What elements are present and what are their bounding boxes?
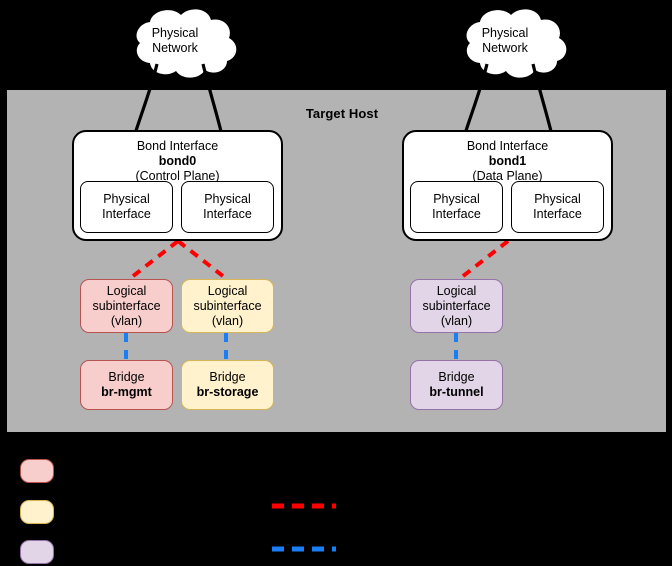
bridge-br-mgmt[interactable]: Bridge br-mgmt bbox=[80, 360, 173, 410]
bond1-nic-2-line1: Physical bbox=[534, 192, 581, 206]
bond0-nic-2[interactable]: Physical Interface bbox=[181, 181, 274, 233]
bridge-storage-line2: br-storage bbox=[196, 385, 259, 399]
bond1-nic-1[interactable]: Physical Interface bbox=[410, 181, 503, 233]
vlan-subinterface-storage[interactable]: Logical subinterface (vlan) bbox=[181, 279, 274, 333]
legend-swatch-tunnel bbox=[20, 540, 54, 564]
cloud-left-shape bbox=[136, 9, 237, 78]
bond0-role: (Control Plane) bbox=[135, 169, 220, 183]
bond0-nic-1-line2: Interface bbox=[102, 207, 151, 221]
bridge-tunnel-line2: br-tunnel bbox=[429, 385, 484, 399]
bond0-nic-2-line1: Physical bbox=[204, 192, 251, 206]
vlan-mgmt-line1: Logical bbox=[106, 283, 147, 298]
bond0-nic-1[interactable]: Physical Interface bbox=[80, 181, 173, 233]
vlan-mgmt-line2: subinterface bbox=[92, 298, 161, 313]
dashed-link-bond0-vlan-storage bbox=[176, 239, 230, 282]
dashed-link-bond1-vlan-tunnel bbox=[456, 239, 510, 282]
vlan-subinterface-tunnel[interactable]: Logical subinterface (vlan) bbox=[410, 279, 503, 333]
cloud-right-label-line1: Physical bbox=[481, 26, 529, 40]
dashed-link-bond0-vlan-mgmt bbox=[126, 239, 180, 282]
bridge-br-storage[interactable]: Bridge br-storage bbox=[181, 360, 274, 410]
vlan-tunnel-line2: subinterface bbox=[422, 298, 491, 313]
bond0-nic-1-line1: Physical bbox=[103, 192, 150, 206]
cloud-left-label: Physical Network bbox=[130, 26, 220, 56]
cloud-right-label-line2: Network bbox=[482, 41, 528, 55]
legend-swatch-mgmt bbox=[20, 459, 54, 483]
vlan-storage-line2: subinterface bbox=[193, 298, 262, 313]
bond0-title: Bond Interface bbox=[136, 139, 219, 153]
bond1-nic-1-line2: Interface bbox=[432, 207, 481, 221]
vlan-storage-line1: Logical bbox=[207, 283, 248, 298]
vlan-tunnel-line1: Logical bbox=[436, 283, 477, 298]
bridge-storage-line1: Bridge bbox=[209, 370, 246, 384]
bond1-role: (Data Plane) bbox=[472, 169, 543, 183]
target-host-title: Target Host bbox=[305, 106, 379, 121]
vlan-storage-line3: (vlan) bbox=[211, 313, 244, 328]
bond1-id: bond1 bbox=[488, 154, 527, 168]
bond1-nic-2[interactable]: Physical Interface bbox=[511, 181, 604, 233]
bond1-nic-1-line1: Physical bbox=[433, 192, 480, 206]
cloud-right-label: Physical Network bbox=[460, 26, 550, 56]
legend-swatch-storage bbox=[20, 500, 54, 524]
vlan-tunnel-line3: (vlan) bbox=[440, 313, 473, 328]
cloud-left-label-line2: Network bbox=[152, 41, 198, 55]
vlan-subinterface-mgmt[interactable]: Logical subinterface (vlan) bbox=[80, 279, 173, 333]
bond0-nic-2-line2: Interface bbox=[203, 207, 252, 221]
cloud-right-shape bbox=[466, 9, 567, 78]
bridge-br-tunnel[interactable]: Bridge br-tunnel bbox=[410, 360, 503, 410]
bridge-mgmt-line1: Bridge bbox=[108, 370, 145, 384]
bridge-mgmt-line2: br-mgmt bbox=[101, 385, 152, 399]
bridge-tunnel-line1: Bridge bbox=[438, 370, 475, 384]
vlan-mgmt-line3: (vlan) bbox=[110, 313, 143, 328]
bond0-id: bond0 bbox=[158, 154, 197, 168]
cloud-left-label-line1: Physical bbox=[151, 26, 199, 40]
bond1-title: Bond Interface bbox=[466, 139, 549, 153]
bond1-nic-2-line2: Interface bbox=[533, 207, 582, 221]
